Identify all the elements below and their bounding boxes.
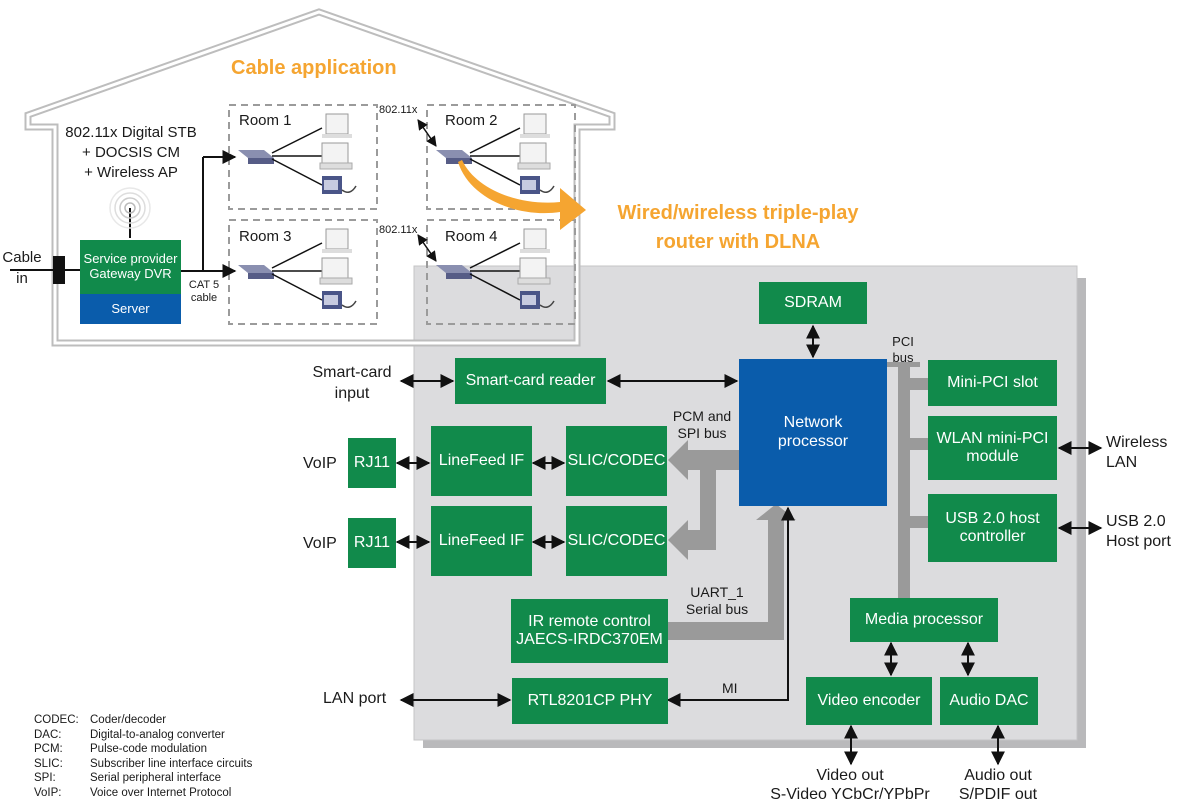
room2-title: Room 2 (445, 112, 498, 129)
room4-title: Room 4 (445, 228, 498, 245)
room4-devices (417, 228, 555, 309)
usb-controller-block: USB 2.0 host controller (928, 494, 1057, 562)
cat5-label: CAT 5 cable (188, 279, 220, 304)
wireless-lan-label: Wireless LAN (1106, 434, 1168, 471)
uart-label: UART_1 Serial bus (685, 584, 749, 617)
usb-host-port-label: USB 2.0 Host port (1106, 513, 1171, 550)
cable-in-label: Cable in (2, 249, 42, 287)
phy-block: RTL8201CP PHY (512, 678, 668, 724)
legend-row: VoIP:Voice over Internet Protocol (34, 786, 232, 799)
callout-text: Wired/wireless triple-play router with D… (617, 202, 859, 253)
house-title: Cable application (231, 57, 397, 79)
legend-row: PCM:Pulse-code modulation (34, 743, 207, 755)
linefeed-a: LineFeed IF (431, 426, 532, 496)
lan-port-label: LAN port (323, 690, 387, 707)
network-processor-block: Network processor (739, 359, 887, 506)
media-processor-block: Media processor (850, 598, 998, 642)
room2-box (426, 104, 576, 210)
room1-title: Room 1 (239, 112, 292, 129)
smartcard-input-label: Smart-card input (312, 364, 392, 402)
server-box: Server (80, 294, 181, 324)
room1-box (228, 104, 378, 210)
slic-b: SLIC/CODEC (566, 506, 667, 576)
gateway-dvr: Service provider Gateway DVR (80, 240, 181, 294)
legend-row: CODEC:Coder/decoder (34, 714, 167, 726)
linefeed-b: LineFeed IF (431, 506, 532, 576)
mi-label: MI (722, 680, 738, 696)
legend-row: DAC:Digital-to-analog converter (34, 728, 225, 741)
smartcard-reader-block: Smart-card reader (455, 358, 606, 404)
room2-devices (417, 113, 555, 194)
room4-box (426, 219, 576, 325)
legend-row: SPI:Serial peripheral interface (34, 772, 222, 784)
video-encoder-block: Video encoder (806, 677, 932, 725)
wlan-block: WLAN mini-PCI module (928, 416, 1057, 480)
room2-wireless-label: 802.11x (379, 104, 418, 116)
room3-title: Room 3 (239, 228, 292, 245)
legend-row: SLIC:Subscriber line interface circuits (34, 757, 253, 770)
slic-a: SLIC/CODEC (566, 426, 667, 496)
room4-wireless-label: 802.11x (379, 224, 418, 236)
pci-bus (887, 362, 920, 598)
rj11-b: RJ11 (348, 518, 396, 568)
minipci-block: Mini-PCI slot (928, 360, 1057, 406)
gateway-caption: 802.11x Digital STB + DOCSIS CM + Wirele… (65, 124, 197, 181)
voip-a-label: VoIP (303, 455, 337, 472)
sdram-block: SDRAM (759, 282, 867, 324)
cable-plug (53, 256, 65, 284)
rj11-a: RJ11 (348, 438, 396, 488)
room1-devices (238, 113, 357, 194)
audio-out-label: Audio out S/PDIF out (958, 767, 1038, 803)
ir-remote-block: IR remote control JAECS-IRDC370EM (511, 599, 668, 663)
room3-box (228, 219, 378, 325)
audio-dac-block: Audio DAC (940, 677, 1038, 725)
pcm-spi-label: PCM and SPI bus (672, 408, 732, 441)
pci-bus-label: PCI bus (892, 334, 914, 365)
video-out-label: Video out S-Video YCbCr/YPbPr (770, 767, 930, 803)
pcm-bus-top (668, 440, 740, 480)
voip-b-label: VoIP (303, 535, 337, 552)
legend: CODEC:Coder/decoder DAC:Digital-to-analo… (34, 713, 252, 800)
callout-arrow (458, 160, 586, 230)
room3-devices (238, 228, 357, 309)
